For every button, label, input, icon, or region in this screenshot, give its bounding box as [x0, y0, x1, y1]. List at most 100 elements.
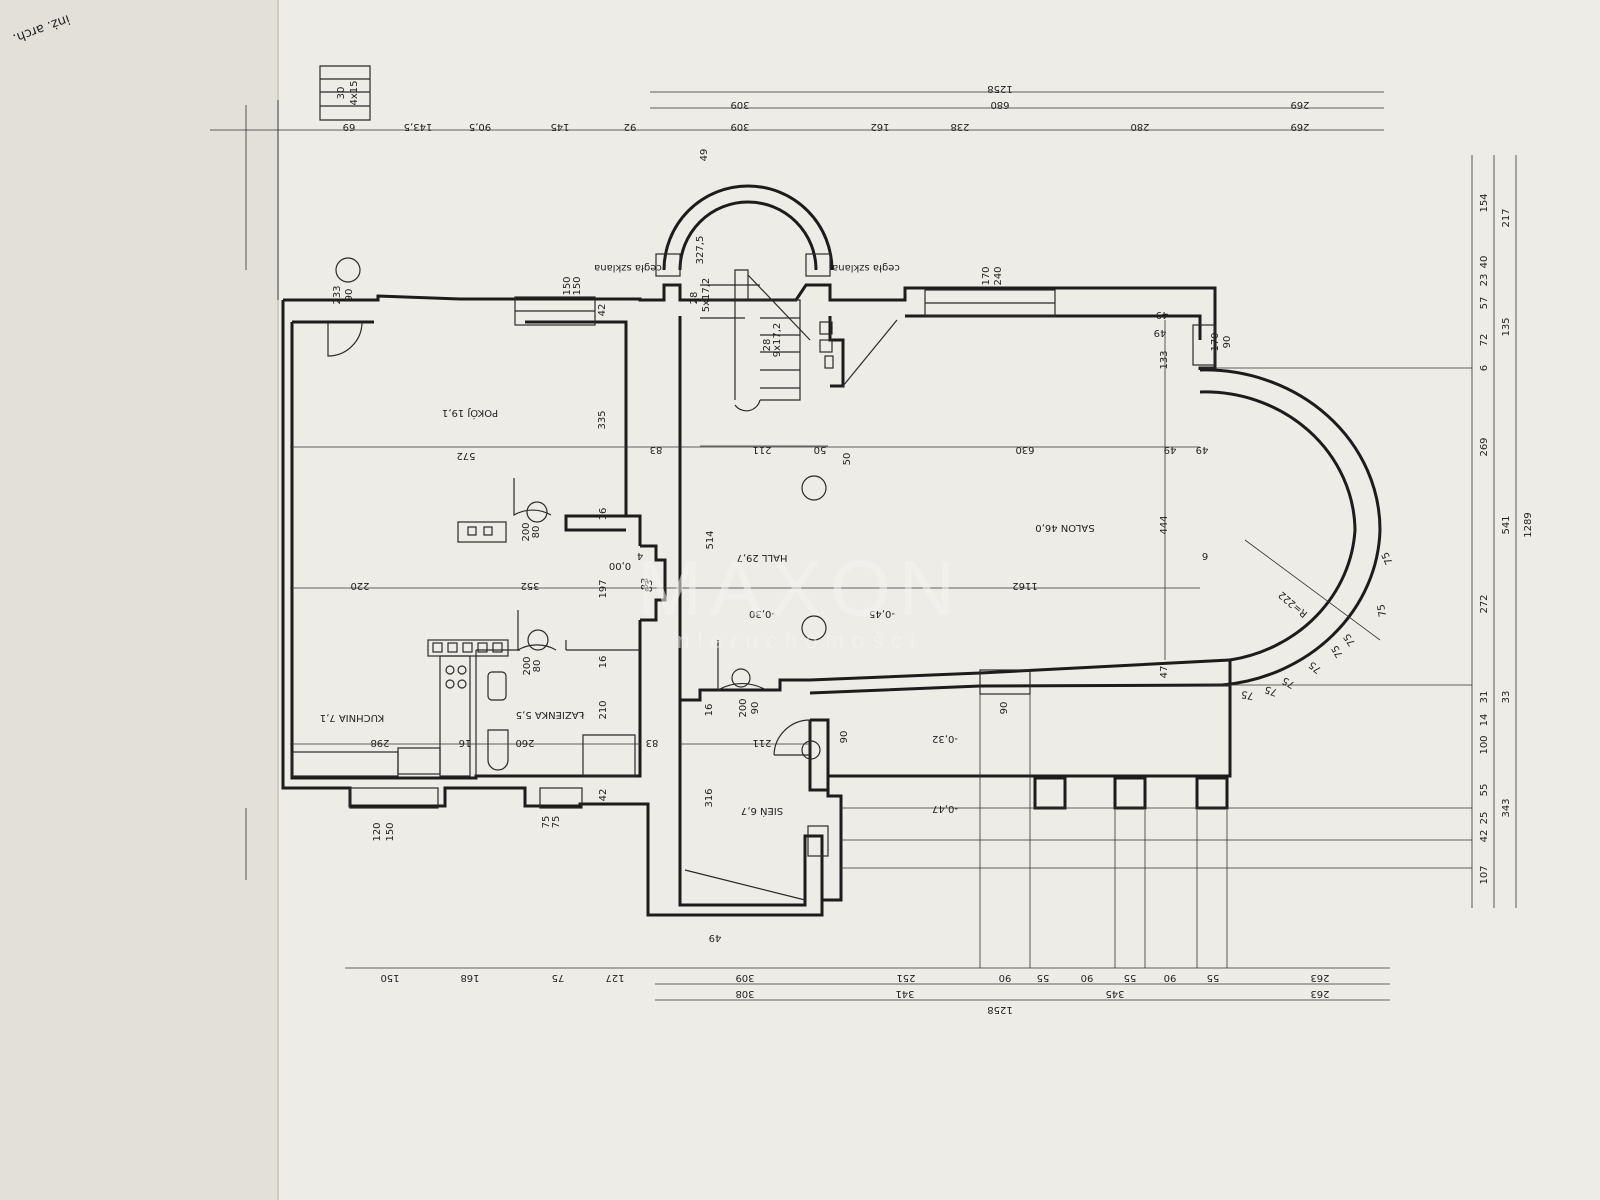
- dimension-label: 211: [752, 737, 771, 748]
- dimension-label: 40: [1479, 256, 1490, 269]
- dimension-label: 90: [1164, 972, 1177, 983]
- room-labels: POKÓJ 19,1 HALL 29,7 SALON 46,0 KUCHNIA …: [320, 407, 1095, 818]
- dimension-label: 143,5: [404, 121, 433, 132]
- dimension-label: 197: [598, 579, 609, 598]
- room-label-sien: SIEŃ 6,7: [741, 805, 783, 818]
- dimension-label: 263: [1310, 988, 1329, 999]
- dimension-label: 75: [1380, 550, 1395, 566]
- dimension-label: 28: [689, 292, 700, 305]
- dimension-label: 42: [1479, 830, 1490, 843]
- dimension-label: 308: [735, 988, 754, 999]
- dimension-label: 120: [372, 822, 383, 841]
- room-label-kuchnia: KUCHNIA 7,1: [320, 712, 384, 723]
- dimension-label: 69: [343, 121, 356, 132]
- dimension-label: 72: [1479, 334, 1490, 347]
- dimension-label: 75: [1240, 688, 1254, 701]
- dimension-label: 75: [551, 816, 562, 829]
- dimension-label: 220: [350, 580, 369, 591]
- dimension-label: 200: [738, 698, 749, 717]
- level-000: 0,00: [609, 560, 631, 571]
- dimension-label: 272: [1479, 594, 1490, 613]
- dimension-label: 100: [1479, 735, 1490, 754]
- dimension-label: 75: [1263, 683, 1279, 698]
- dimension-label: 107: [1479, 865, 1490, 884]
- corner-note: inż. arch.: [11, 11, 72, 45]
- dimension-label: 217: [1501, 208, 1512, 227]
- dimension-label: 49: [1154, 327, 1167, 338]
- dimension-label: 57: [1479, 297, 1490, 310]
- dimension-label: 1162: [1012, 580, 1037, 591]
- room-label-hall: HALL 29,7: [737, 552, 788, 563]
- stairs: [319, 65, 811, 901]
- note-glass-left: cegła szklana: [594, 262, 662, 273]
- dimension-label: 83: [646, 737, 659, 748]
- room-label-salon: SALON 46,0: [1035, 522, 1094, 533]
- dimension-label: 170: [981, 266, 992, 285]
- dimension-label: 1289: [1523, 512, 1534, 537]
- dimension-label: 90: [750, 702, 761, 715]
- dimension-label: 444: [1159, 515, 1170, 534]
- room-label-pokoj: POKÓJ 19,1: [442, 407, 498, 420]
- dimension-label: 90: [839, 731, 850, 744]
- dimension-label: 309: [730, 99, 749, 110]
- watermark-brand: MAXON: [637, 544, 963, 632]
- windows: [349, 253, 1216, 857]
- dimension-label: 75: [1307, 659, 1324, 676]
- dimension-label: 251: [896, 972, 915, 983]
- dimension-label: 42: [598, 789, 609, 802]
- dimension-lines: [210, 91, 1517, 1001]
- dimension-label: 75: [1330, 643, 1346, 660]
- dimension-label: 6: [1202, 550, 1208, 561]
- note-radius: R=222: [1277, 589, 1310, 620]
- dimension-label: 145: [550, 121, 569, 132]
- dimension-label: 90: [999, 972, 1012, 983]
- dimension-label: 49: [1196, 444, 1209, 455]
- dimension-label: 269: [1290, 99, 1309, 110]
- dimension-label: 341: [895, 988, 914, 999]
- level-032: -0,32: [932, 733, 958, 744]
- dimension-label: 31: [1479, 691, 1490, 704]
- dimension-label: 1258: [987, 83, 1012, 94]
- dimension-label: 150: [385, 822, 396, 841]
- dimension-label: 135: [1501, 317, 1512, 336]
- dimension-label: 150: [562, 276, 573, 295]
- dimension-label: 55: [1037, 972, 1050, 983]
- dimension-label: 4: [637, 550, 643, 561]
- dimension-label: 269: [1479, 437, 1490, 456]
- paper-fold: [277, 0, 279, 1200]
- dimension-label: 75: [1280, 674, 1297, 690]
- dimension-label: 9x17,2: [772, 323, 783, 358]
- dimension-label: 83: [644, 580, 655, 593]
- dimension-label: 309: [730, 121, 749, 132]
- dimension-label: 92: [624, 121, 637, 132]
- dimension-label: 238: [950, 121, 969, 132]
- dimension-label: 75: [552, 972, 565, 983]
- dimension-label: 630: [1015, 444, 1034, 455]
- paper-left-sheet: [0, 0, 278, 1200]
- dimension-label: 269: [1290, 121, 1309, 132]
- dimension-label: 16: [704, 704, 715, 717]
- dimension-label: 4x15: [349, 80, 360, 105]
- dimension-label: 50: [814, 444, 827, 455]
- dimension-label: 23: [1479, 274, 1490, 287]
- watermark: MAXON nieruchomości: [637, 544, 963, 653]
- dimension-label: 16: [459, 737, 472, 748]
- dimension-label: 200: [522, 656, 533, 675]
- dimension-label: 514: [705, 530, 716, 549]
- dimension-label: 200: [521, 522, 532, 541]
- dimension-label: 83: [650, 444, 663, 455]
- dimension-label: 16: [598, 508, 609, 521]
- dimension-label: 280: [1130, 121, 1149, 132]
- dimension-label: 127: [605, 972, 624, 983]
- dimension-label: 345: [1105, 988, 1124, 999]
- dimension-label: 25: [1479, 812, 1490, 825]
- doors: [327, 319, 898, 756]
- dimension-label: 90: [344, 289, 355, 302]
- dimension-label: 47: [1159, 666, 1170, 679]
- dimension-label: 298: [370, 737, 389, 748]
- dimension-label: 150: [572, 276, 583, 295]
- dimension-label: 6: [1479, 365, 1490, 371]
- watermark-tag: nieruchomości: [677, 628, 923, 653]
- dimension-label: 327,5: [695, 236, 706, 265]
